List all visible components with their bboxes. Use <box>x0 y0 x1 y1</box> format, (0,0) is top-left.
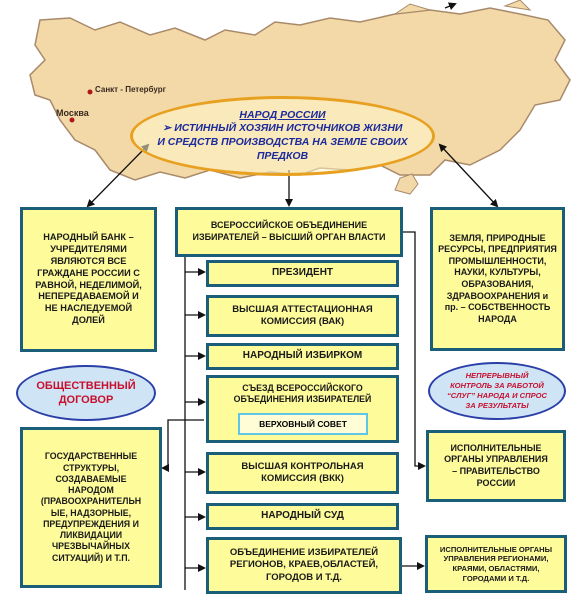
supreme-council-box: ВЕРХОВНЫЙ СОВЕТ <box>238 413 368 435</box>
map-label-spb: Санкт - Петербург <box>95 85 166 94</box>
map-label-moscow: Москва <box>56 108 89 118</box>
people-line-1: ➢ ИСТИННЫЙ ХОЗЯИН ИСТОЧНИКОВ ЖИЗНИ <box>162 122 403 135</box>
social-contract-oval: ОБЩЕСТВЕННЫЙ ДОГОВОР <box>16 365 156 421</box>
president-box: ПРЕЗИДЕНТ <box>206 260 399 287</box>
city-marker-moscow <box>69 117 75 123</box>
continuous-control-oval: НЕПРЕРЫВНЫЙ КОНТРОЛЬ ЗА РАБОТОЙ “СЛУГ” Н… <box>428 362 566 420</box>
peoples-bank-box: НАРОДНЫЙ БАНК –УЧРЕДИТЕЛЯМИ ЯВЛЯЮТСЯ ВСЕ… <box>20 207 157 352</box>
bullet-arrow-icon: ➢ <box>162 122 172 135</box>
people-title: НАРОД РОССИИ <box>239 108 326 121</box>
izbirkom-box: НАРОДНЫЙ ИЗБИРКОМ <box>206 343 399 370</box>
people-line-3: ПРЕДКОВ <box>256 149 309 162</box>
people-line-2: И СРЕДСТВ ПРОИЗВОДСТВА НА ЗЕМЛЕ СВОИХ <box>157 136 408 148</box>
people-of-russia-oval: НАРОД РОССИИ ➢ ИСТИННЫЙ ХОЗЯИН ИСТОЧНИКО… <box>130 96 435 176</box>
peoples-court-box: НАРОДНЫЙ СУД <box>206 503 399 530</box>
city-marker-spb <box>87 89 93 95</box>
